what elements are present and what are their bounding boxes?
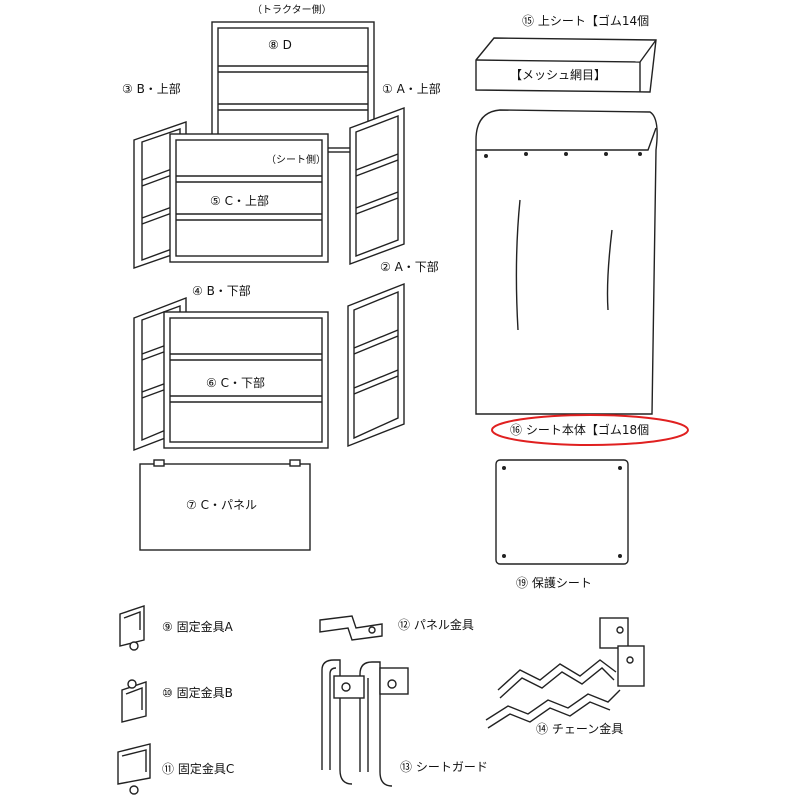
label-part-11: ⑪ 固定金具C: [162, 762, 235, 776]
label-part-2: ② A・下部: [380, 260, 439, 274]
label-part-16: ⑯ シート本体【ゴム18個: [510, 423, 650, 437]
part-clamp-b: [121, 679, 147, 723]
label-part-12: ⑫ パネル金具: [398, 618, 474, 632]
label-part-14: ⑭ チェーン金具: [536, 722, 624, 736]
label-sheet-side: （シート側）: [266, 155, 326, 166]
label-tractor-side: （トラクター側）: [252, 5, 332, 16]
highlight-ellipse: [491, 414, 689, 446]
label-part-6: ⑥ C・下部: [206, 376, 265, 390]
part-protective-sheet: [495, 459, 629, 565]
part-d-frame: [211, 21, 375, 153]
label-part-15: ⑮ 上シート【ゴム14個: [522, 14, 650, 28]
label-part-3: ③ B・上部: [122, 82, 181, 96]
label-part-1: ① A・上部: [382, 82, 441, 96]
label-part-7: ⑦ C・パネル: [186, 498, 257, 512]
part-clamp-a: [119, 605, 145, 651]
part-sheet-body: [475, 109, 658, 415]
label-part-10: ⑩ 固定金具B: [162, 686, 233, 700]
label-mesh-note: 【メッシュ網目】: [510, 68, 607, 82]
label-part-9: ⑨ 固定金具A: [162, 620, 233, 634]
part-c-lower: [163, 311, 329, 449]
part-a-lower: [347, 282, 405, 448]
label-part-8: ⑧ D: [268, 38, 292, 52]
part-upper-sheet: [475, 37, 657, 93]
part-chain-fitting: [485, 617, 645, 729]
label-part-13: ⑬ シートガード: [400, 760, 488, 774]
part-panel-bracket: [319, 615, 383, 641]
part-clamp-c: [117, 743, 151, 795]
part-seat-guard: [321, 659, 409, 787]
part-a-upper: [349, 106, 405, 266]
label-part-5: ⑤ C・上部: [210, 194, 269, 208]
part-c-panel: [139, 459, 311, 551]
part-c-upper: [169, 133, 329, 263]
label-part-4: ④ B・下部: [192, 284, 251, 298]
label-part-19: ⑲ 保護シート: [516, 576, 592, 590]
